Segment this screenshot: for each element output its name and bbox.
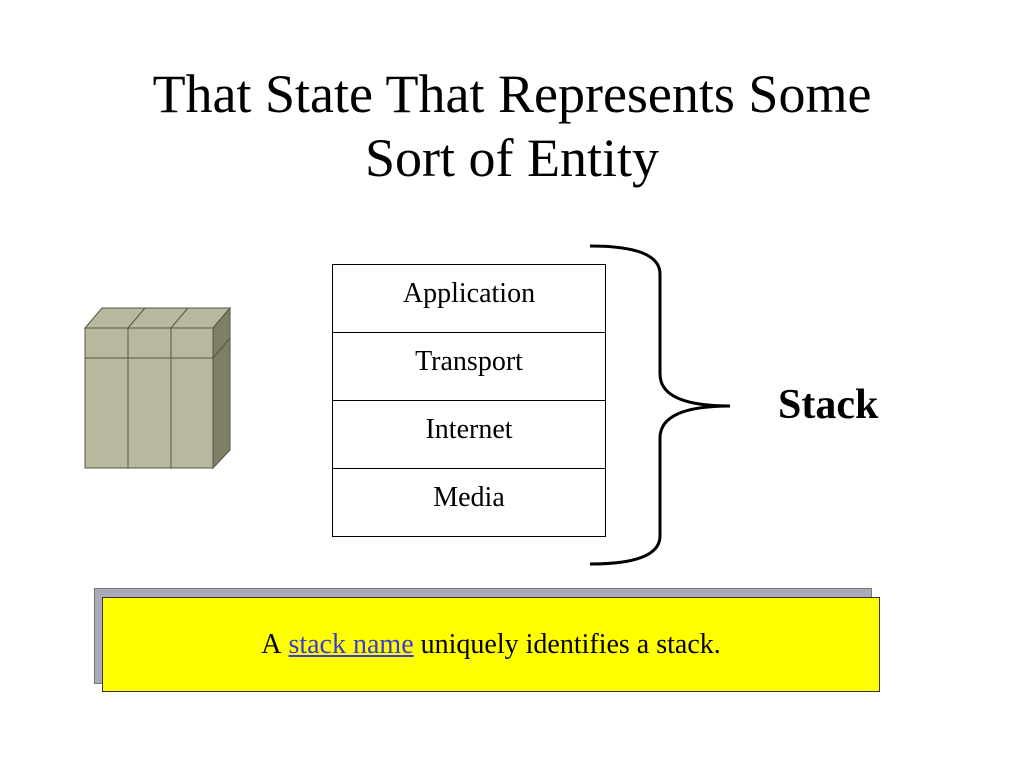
note-suffix: uniquely identifies a stack. — [420, 628, 721, 660]
stack-label: Stack — [778, 382, 879, 428]
note-box: A stack name uniquely identifies a stack… — [102, 597, 880, 692]
server-rack-icon — [84, 306, 232, 470]
server-side-face — [212, 306, 231, 470]
protocol-stack-table: Application Transport Internet Media — [332, 264, 606, 537]
layer-application: Application — [333, 265, 605, 333]
layer-transport: Transport — [333, 333, 605, 401]
stack-name-link[interactable]: stack name — [288, 628, 414, 660]
slide-title-line-1: That State That Represents Some — [152, 64, 872, 124]
right-curly-brace-icon — [589, 244, 731, 566]
server-front-face — [84, 327, 214, 469]
note-prefix: A — [261, 628, 282, 660]
slide-title-line-2: Sort of Entity — [365, 128, 659, 188]
layer-media: Media — [433, 481, 505, 513]
server-top-face — [84, 307, 232, 329]
layer-internet: Internet — [333, 401, 605, 469]
slide-title: That State That Represents Some Sort of … — [0, 62, 1024, 190]
